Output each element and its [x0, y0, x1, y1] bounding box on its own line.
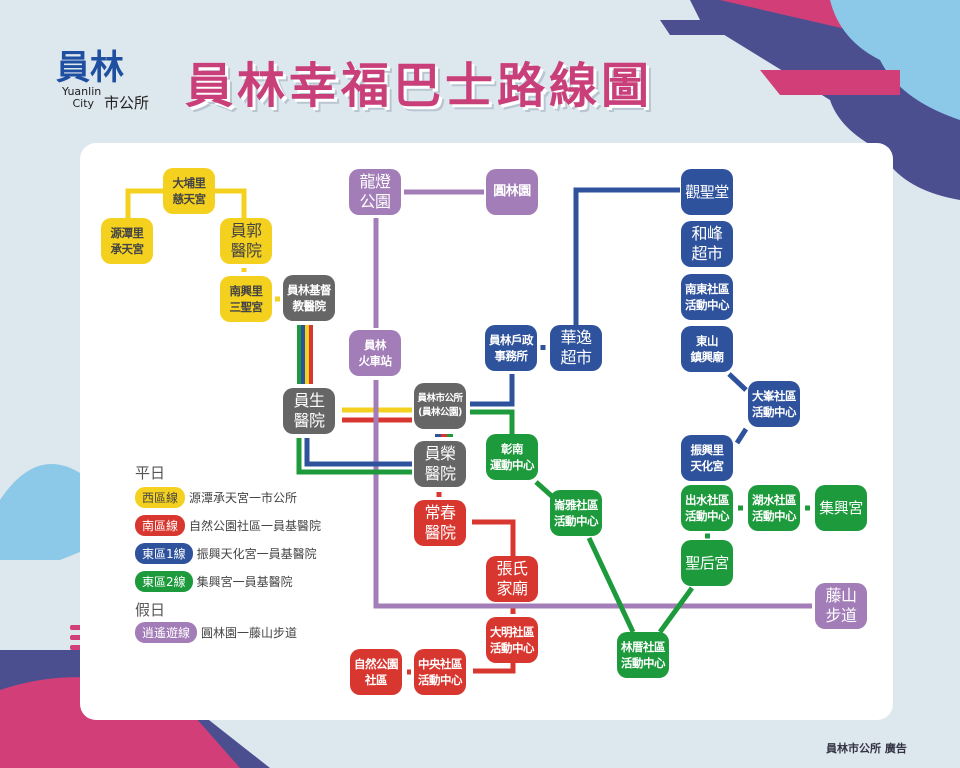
stop-b6[interactable]: 東山 鎮興廟	[681, 326, 733, 372]
stop-y1[interactable]: 大埔里 慈天宮	[163, 168, 215, 214]
stop-n4[interactable]: 湖水社區 活動中心	[748, 485, 800, 531]
stop-n2[interactable]: 崙雅社區 活動中心	[550, 490, 602, 536]
legend-route: 自然公園社區一員基醫院	[189, 519, 322, 533]
stop-b1[interactable]: 員林戶政 事務所	[485, 325, 537, 371]
stop-p1[interactable]: 龍燈 公園	[349, 169, 401, 215]
legend-badge: 東區2線	[135, 571, 193, 592]
stop-r1[interactable]: 常春 醫院	[414, 500, 466, 546]
legend-badge: 西區線	[135, 487, 186, 508]
logo-office: 市公所	[104, 94, 150, 112]
stop-g2[interactable]: 員生 醫院	[283, 388, 335, 434]
stop-g3[interactable]: 員林市公所 (員林公園)	[414, 383, 466, 429]
legend-badge: 東區1線	[135, 543, 193, 564]
holiday-line	[373, 189, 812, 609]
legend-route: 集興宮一員基醫院	[196, 575, 293, 589]
legend-holiday-heading: 假日	[135, 601, 166, 619]
legend-weekday-heading: 平日	[135, 464, 166, 482]
stop-n6[interactable]: 聖后宮	[681, 540, 733, 586]
legend-item-east2: 東區2線集興宮一員基醫院	[135, 571, 293, 592]
stop-r5[interactable]: 自然公園 社區	[350, 649, 402, 695]
stop-n3[interactable]: 出水社區 活動中心	[681, 485, 733, 531]
stop-r2[interactable]: 張氏 家廟	[486, 556, 538, 602]
east-line-1	[304, 187, 749, 467]
stop-b2[interactable]: 華逸 超市	[550, 325, 602, 371]
stop-y4[interactable]: 南興里 三聖宮	[220, 276, 272, 322]
stop-g1[interactable]: 員林基督 教醫院	[283, 275, 335, 321]
stop-b4[interactable]: 和峰 超市	[681, 221, 733, 267]
legend-item-holiday: 逍遙遊線圓林園一藤山步道	[135, 622, 297, 643]
stop-g4[interactable]: 員榮 醫院	[414, 441, 466, 487]
stop-n1[interactable]: 彰南 運動中心	[486, 434, 538, 480]
stop-y2[interactable]: 源潭里 承天宮	[101, 218, 153, 264]
vertical-bundle	[297, 325, 313, 384]
stop-r3[interactable]: 大明社區 活動中心	[486, 617, 538, 663]
stop-p2[interactable]: 圓林園	[486, 169, 538, 215]
stop-y3[interactable]: 員郭 醫院	[220, 218, 272, 264]
logo-english: Yuanlin City	[62, 86, 101, 110]
stop-p4[interactable]: 藤山 步道	[815, 583, 867, 629]
logo-en-1: Yuanlin	[62, 85, 102, 98]
logo-text: 員林	[56, 48, 124, 88]
legend-item-west: 西區線源潭承天宮一市公所	[135, 487, 297, 508]
stop-b3[interactable]: 觀聖堂	[681, 169, 733, 215]
footer-credit: 員林市公所 廣告	[826, 742, 907, 755]
legend-item-east1: 東區1線振興天化宮一員基醫院	[135, 543, 317, 564]
east-line-2	[296, 409, 810, 634]
stop-n5[interactable]: 集興宮	[815, 485, 867, 531]
stop-n7[interactable]: 林厝社區 活動中心	[617, 632, 669, 678]
logo-en-2: City	[72, 97, 95, 110]
legend-route: 振興天化宮一員基醫院	[196, 547, 317, 561]
legend-badge: 逍遙遊線	[135, 622, 198, 643]
top-right-decoration	[660, 0, 960, 200]
page-title: 員林幸福巴士路線圖	[185, 58, 654, 114]
stop-p3[interactable]: 員林 火車站	[349, 330, 401, 376]
legend-route: 源潭承天宮一市公所	[189, 491, 298, 505]
legend-item-south: 南區線自然公園社區一員基醫院	[135, 515, 321, 536]
legend-badge: 南區線	[135, 515, 186, 536]
stop-b5[interactable]: 南東社區 活動中心	[681, 274, 733, 320]
stop-r4[interactable]: 中央社區 活動中心	[414, 649, 466, 695]
stop-b7[interactable]: 大峯社區 活動中心	[748, 381, 800, 427]
stop-b8[interactable]: 振興里 天化宮	[681, 435, 733, 481]
legend-route: 圓林園一藤山步道	[201, 626, 298, 640]
